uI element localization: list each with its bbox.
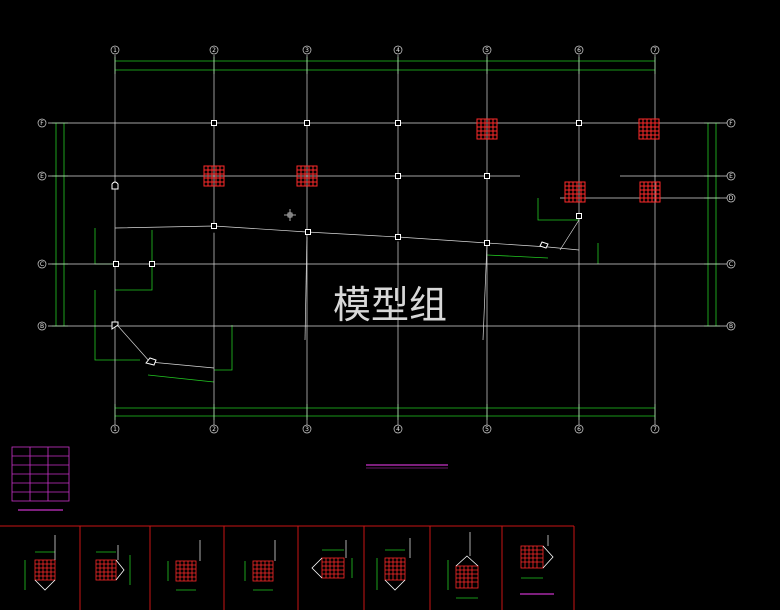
detail-panel-8: [520, 535, 554, 595]
grid-label-right-d: D: [729, 195, 734, 202]
grid-label-top-6: 6: [577, 47, 581, 54]
grid-label-bottom-6: 6: [577, 426, 581, 433]
grid-label-top-2: 2: [212, 47, 216, 54]
column-f7: [638, 118, 660, 140]
grid-label-left-b: B: [40, 323, 44, 330]
detail-panel-3: [167, 540, 201, 591]
grid-bubbles-bottom: [110, 424, 660, 434]
grid-label-top-5: 5: [485, 47, 489, 54]
grid-label-top-7: 7: [653, 47, 657, 54]
grid-label-bottom-5: 5: [485, 426, 489, 433]
column-d7: [639, 181, 661, 203]
detail-panel-1: [24, 535, 56, 591]
grid-label-right-c: C: [729, 261, 733, 268]
column-e3: [296, 165, 318, 187]
grid-labels-right: F E D C B: [729, 120, 734, 330]
small-columns: [111, 120, 582, 366]
grid-label-left-c: C: [40, 261, 44, 268]
crosshair-cursor-icon[interactable]: [284, 209, 296, 221]
column-e2: [203, 165, 225, 187]
grid-label-left-e: E: [40, 173, 44, 180]
grid-label-bottom-4: 4: [396, 426, 400, 433]
schedule-table: [11, 446, 70, 511]
detail-panel-6: [376, 538, 411, 591]
grid-label-bottom-7: 7: [653, 426, 657, 433]
grid-label-right-b: B: [729, 323, 733, 330]
detail-panel-2: [95, 545, 131, 585]
axis-grid: [48, 55, 728, 425]
grid-labels-bottom: 1 2 3 4 5 6 7: [113, 426, 657, 433]
grid-bubbles-left: [37, 118, 47, 331]
grid-labels-top: 1 2 3 4 5 6 7: [113, 47, 657, 54]
detail-panels: [24, 532, 554, 599]
grid-label-right-e: E: [729, 173, 733, 180]
grid-label-left-f: F: [40, 120, 44, 127]
column-sections: [203, 118, 661, 203]
grid-label-bottom-3: 3: [305, 426, 309, 433]
detail-strip-frame: [0, 525, 575, 610]
grid-bubbles-top: [110, 45, 660, 55]
grid-label-top-1: 1: [113, 47, 117, 54]
column-d6: [564, 181, 586, 203]
detail-panel-5: [311, 540, 353, 579]
grid-label-bottom-1: 1: [113, 426, 117, 433]
grid-label-top-3: 3: [305, 47, 309, 54]
grid-bubbles-right: [726, 118, 736, 331]
grid-label-right-f: F: [729, 120, 733, 127]
grid-label-bottom-2: 2: [212, 426, 216, 433]
detail-panel-4: [244, 540, 276, 591]
detail-panel-7: [447, 532, 479, 599]
watermark: 模型组: [333, 283, 447, 327]
column-f5: [476, 118, 498, 140]
grid-label-top-4: 4: [396, 47, 400, 54]
grid-labels-left: F E C B: [40, 120, 44, 330]
